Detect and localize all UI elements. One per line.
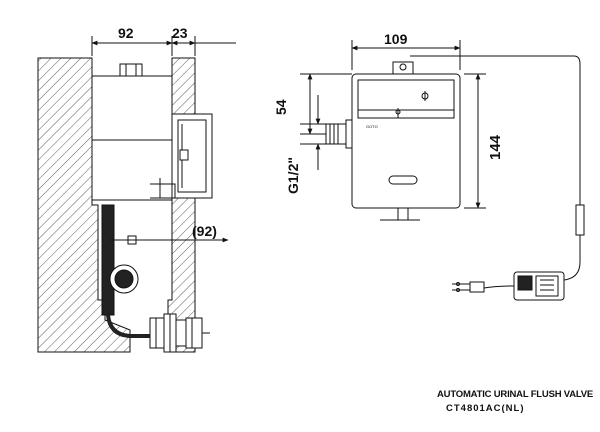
dim-outlet-offset: 54 [273,99,289,115]
front-view [300,40,585,301]
dim-side-cover: 23 [172,25,188,41]
side-view [37,36,236,353]
brand-mark: GOTO [366,124,378,129]
dim-side-width: 92 [118,25,134,41]
caption-model: CT4801AC(NL) [446,403,525,414]
dim-thread-size: G1/2" [285,157,301,194]
dim-rough-in: (92) [192,223,217,239]
dim-front-width: 109 [384,31,408,47]
dim-front-height: 144 [487,134,504,160]
caption-title: AUTOMATIC URINAL FLUSH VALVE [437,389,594,400]
